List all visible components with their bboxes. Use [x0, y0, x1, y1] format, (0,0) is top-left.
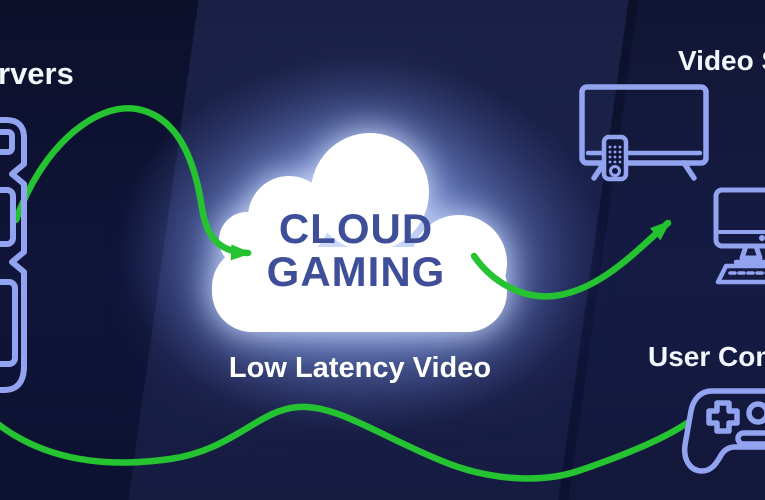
cloud-title-line2: GAMING [266, 248, 446, 295]
menu-slot [735, 430, 765, 447]
arrow-server-to-cloud [12, 105, 252, 261]
dpad-icon [706, 400, 740, 434]
cloud-body [212, 133, 507, 332]
cloud-title: CLOUD GAMING [267, 207, 446, 293]
button-icon [746, 401, 765, 425]
arrow-bottom-wave [0, 403, 691, 482]
desktop-computer-icon [713, 187, 765, 285]
server-tower-icon [0, 117, 27, 393]
user-computer-label: User Com [648, 341, 765, 372]
game-controller-icon [681, 388, 765, 474]
servers-label: rvers [0, 56, 74, 91]
tv-remote-icon [579, 84, 709, 182]
arrow-cloud-to-computer [470, 219, 672, 300]
remote-icon [601, 134, 629, 182]
subtitle-low-latency: Low Latency Video [228, 352, 492, 384]
cloud-title-line1: CLOUD [278, 205, 434, 252]
video-stream-label: Video S [678, 45, 765, 76]
